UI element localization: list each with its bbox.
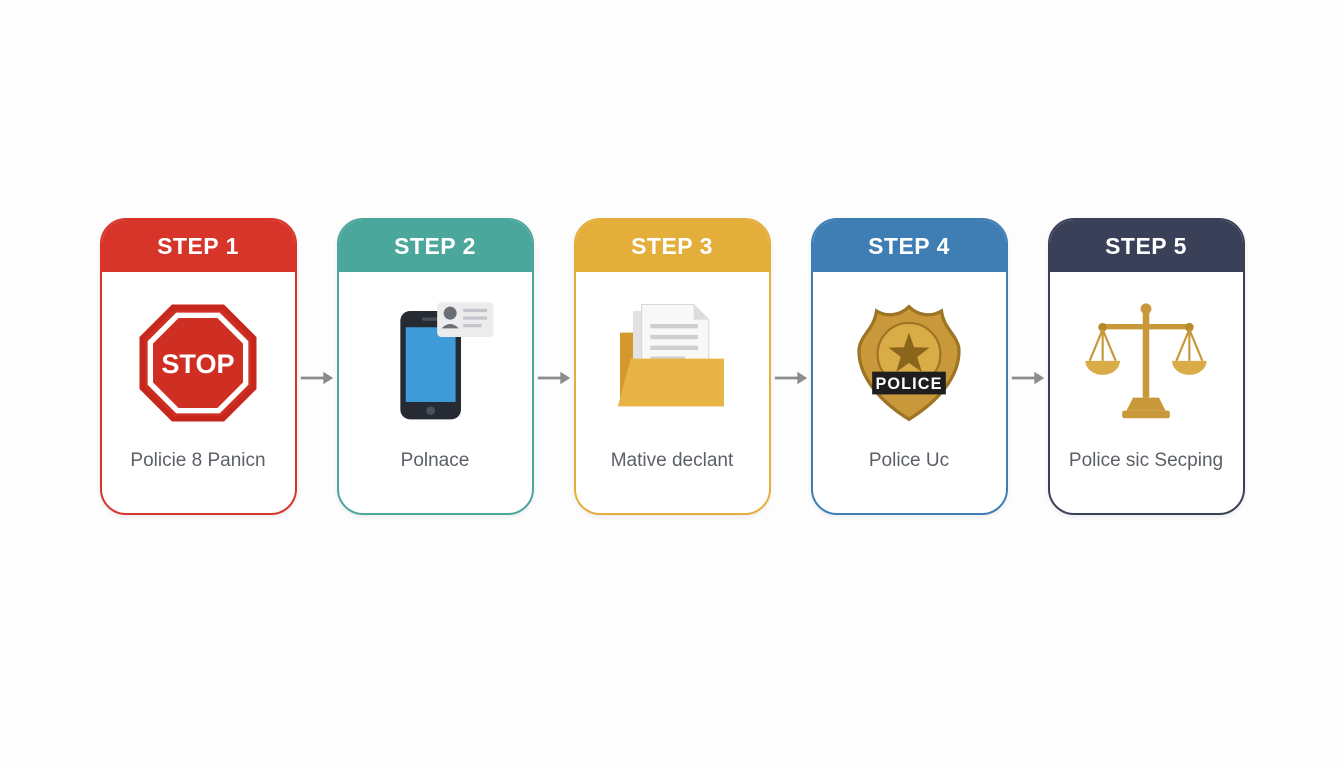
scales-of-justice-icon xyxy=(1081,298,1211,428)
stop-sign-icon: STOP xyxy=(133,298,263,428)
step-2-label: STEP 2 xyxy=(394,232,476,259)
step-card-4: STEP 4 POLICE Police Uc xyxy=(810,218,1008,515)
step-5-header: STEP 5 xyxy=(1049,220,1243,272)
step-card-2: STEP 2 P xyxy=(336,218,534,515)
step-card-3: STEP 3 Mative declant xyxy=(573,218,771,515)
arrow-right-icon xyxy=(297,369,337,387)
arrow-right-icon xyxy=(1008,369,1048,387)
step-3-caption: Mative declant xyxy=(610,450,734,471)
step-2-caption: Polnace xyxy=(400,450,470,471)
step-3-header: STEP 3 xyxy=(575,220,769,272)
step-2-body: Polnace xyxy=(339,272,532,513)
step-1-label: STEP 1 xyxy=(157,232,239,259)
step-1-body: STOP Policie 8 Panicn xyxy=(102,272,295,513)
folder-documents-icon xyxy=(607,298,737,428)
smartphone-notification-icon xyxy=(370,298,500,428)
step-card-5: STEP 5 xyxy=(1047,218,1245,515)
step-1-header: STEP 1 xyxy=(101,220,295,272)
stop-sign-text: STOP xyxy=(161,348,234,379)
step-4-header: STEP 4 xyxy=(812,220,1006,272)
step-4-body: POLICE Police Uc xyxy=(813,272,1006,513)
step-3-label: STEP 3 xyxy=(631,232,713,259)
step-5-caption: Police sic Secping xyxy=(1068,450,1224,471)
arrow-right-icon xyxy=(771,369,811,387)
step-4-label: STEP 4 xyxy=(868,232,950,259)
step-5-label: STEP 5 xyxy=(1105,232,1187,259)
step-5-body: Police sic Secping xyxy=(1050,272,1243,513)
step-2-header: STEP 2 xyxy=(338,220,532,272)
step-4-caption: Police Uc xyxy=(868,450,950,471)
arrow-right-icon xyxy=(534,369,574,387)
step-3-body: Mative declant xyxy=(576,272,769,513)
police-badge-icon: POLICE xyxy=(844,298,974,428)
step-1-caption: Policie 8 Panicn xyxy=(130,450,266,471)
step-card-1: STEP 1 STOP Policie 8 Panicn xyxy=(99,218,297,515)
steps-row: STEP 1 STOP Policie 8 Panicn xyxy=(0,218,1344,515)
police-badge-text: POLICE xyxy=(876,375,943,393)
